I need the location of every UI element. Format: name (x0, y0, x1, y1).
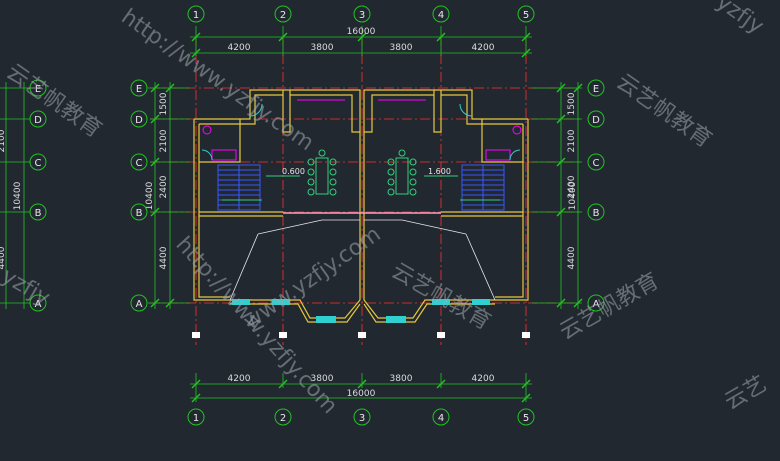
axis-label-top-1: 1 (193, 10, 199, 21)
axis-bubble-right-D (587, 110, 605, 128)
axis-label-top-2: 2 (280, 10, 286, 21)
axis-bubble-left-B (130, 203, 148, 221)
axis-bubble-farleft-B (29, 203, 47, 221)
dining-table-left (307, 149, 337, 196)
dim-top-3: 3800 (390, 43, 413, 53)
dim-bottom-3: 3800 (390, 374, 413, 384)
dim-top-1: 4200 (228, 43, 251, 53)
axis-label-left-D: D (135, 115, 143, 126)
axis-bubble-left-E (130, 79, 148, 97)
watermark-brand-4: 云艺帆教育 (556, 269, 664, 346)
axis-bubble-bottom-2 (274, 408, 292, 426)
stair-left (217, 164, 261, 211)
axis-bubble-left-D (130, 110, 148, 128)
dim-top-4: 4200 (472, 43, 495, 53)
dim-right-2: 2100 (567, 129, 577, 152)
axis-label-bottom-4: 4 (438, 413, 444, 424)
axis-label-right-A: A (593, 299, 600, 310)
dim-farleft-3: 4400 (0, 246, 7, 269)
axis-bubble-top-4 (432, 5, 450, 23)
dim-right-4: 4400 (567, 246, 577, 269)
dim-left-3: 2400 (159, 175, 169, 198)
axis-bubble-bottom-3 (353, 408, 371, 426)
watermark-url-1: http://www.yzfjy.com (117, 4, 319, 156)
axis-lines (150, 36, 580, 345)
axis-bubble-farleft-C (29, 153, 47, 171)
axis-label-farleft-A: A (35, 299, 42, 310)
axis-label-bottom-2: 2 (280, 413, 286, 424)
axis-bubble-farleft-E (29, 79, 47, 97)
axis-bubble-right-C (587, 153, 605, 171)
stair-right (461, 164, 505, 211)
dining-table-right (387, 149, 417, 196)
garage-lines (229, 219, 496, 301)
axis-bubble-farleft-A (29, 294, 47, 312)
dim-left-total: 10400 (145, 181, 155, 210)
axis-label-farleft-D: D (34, 115, 42, 126)
axis-bubble-bottom-5 (517, 408, 535, 426)
axis-label-left-B: B (136, 208, 143, 219)
axis-label-right-E: E (593, 84, 599, 95)
dim-farleft-2: 10400 (13, 181, 23, 210)
axis-bubble-bottom-1 (187, 408, 205, 426)
axis-bubble-left-C (130, 153, 148, 171)
dimension-lines (0, 26, 582, 402)
watermark-brand-1: 云艺帆教育 (612, 69, 716, 153)
axis-label-right-D: D (592, 115, 600, 126)
axis-label-farleft-B: B (35, 208, 42, 219)
axis-label-top-5: 5 (523, 10, 529, 21)
axis-bubble-right-E (587, 79, 605, 97)
watermark-corner-1: yzfjy (712, 0, 768, 39)
axis-label-left-A: A (136, 299, 143, 310)
axis-label-left-C: C (136, 158, 143, 169)
axis-bubble-left-A (130, 294, 148, 312)
dim-left-1: 1500 (159, 92, 169, 115)
doors (201, 103, 521, 161)
watermark-corner-3: 云艺 (721, 372, 772, 416)
level-label-right: 1.600 (428, 167, 451, 176)
axis-label-top-4: 4 (438, 10, 444, 21)
dim-top-total: 16000 (347, 27, 376, 37)
axis-label-top-3: 3 (359, 10, 365, 21)
level-label-left: 0.600 (282, 167, 305, 176)
watermark-brand-3: 云艺帆教育 (2, 59, 106, 143)
axis-label-left-E: E (136, 84, 142, 95)
bathroom-fixtures (202, 99, 522, 161)
axis-label-bottom-5: 5 (523, 413, 529, 424)
axis-bubble-bottom-4 (432, 408, 450, 426)
dimension-ticks (150, 32, 583, 403)
dim-top-2: 3800 (311, 43, 334, 53)
axis-label-right-C: C (593, 158, 600, 169)
dim-bottom-4: 4200 (472, 374, 495, 384)
column-markers (192, 332, 530, 338)
axis-bubble-top-2 (274, 5, 292, 23)
dim-left-4: 4400 (159, 246, 169, 269)
walls (193, 89, 529, 323)
axis-label-farleft-E: E (35, 84, 41, 95)
dim-left-2: 2100 (159, 129, 169, 152)
axis-bubble-top-5 (517, 5, 535, 23)
dim-farleft-1: 2100 (0, 129, 7, 152)
axis-label-farleft-C: C (35, 158, 42, 169)
axis-label-right-B: B (593, 208, 600, 219)
dim-right-3: 2400 (567, 175, 577, 198)
dim-bottom-total: 16000 (347, 389, 376, 399)
axis-bubble-right-A (587, 294, 605, 312)
axis-label-bottom-1: 1 (193, 413, 199, 424)
dim-bottom-2: 3800 (311, 374, 334, 384)
axis-bubble-right-B (587, 203, 605, 221)
axis-bubble-top-1 (187, 5, 205, 23)
dim-right-total: 10400 (568, 181, 578, 210)
axis-bubble-top-3 (353, 5, 371, 23)
dim-right-1: 1500 (567, 92, 577, 115)
dim-bottom-1: 4200 (228, 374, 251, 384)
axis-bubble-farleft-D (29, 110, 47, 128)
windows (232, 299, 490, 323)
axis-label-bottom-3: 3 (359, 413, 365, 424)
